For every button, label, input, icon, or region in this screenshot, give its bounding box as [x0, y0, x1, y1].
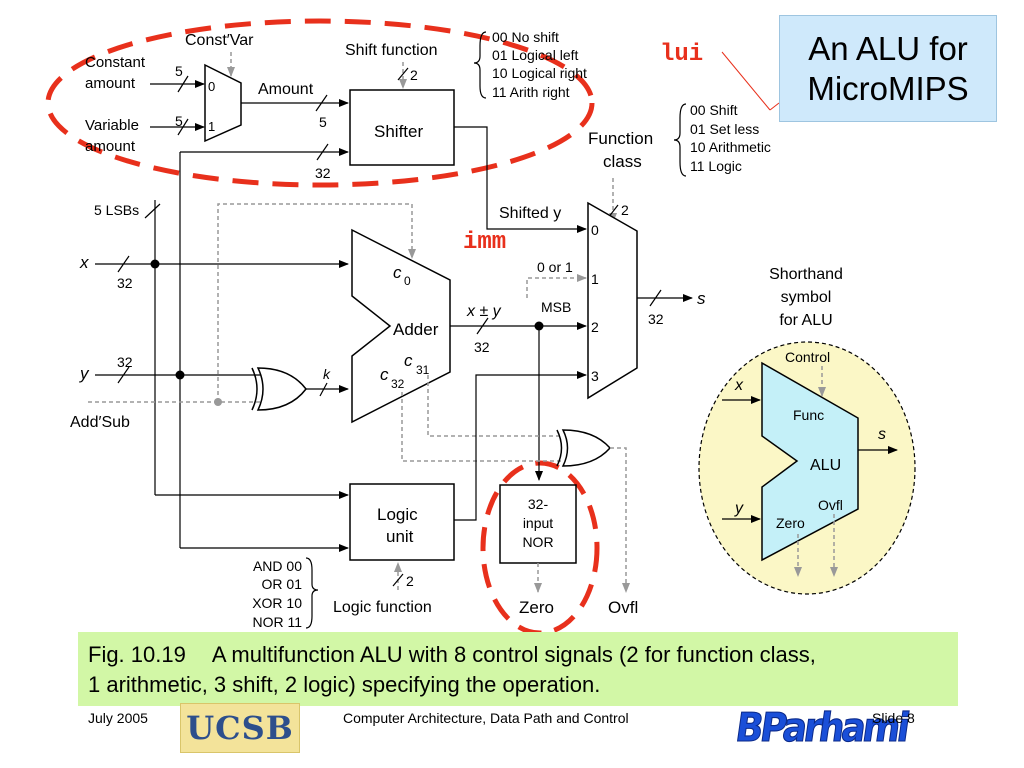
svg-text:x: x — [734, 377, 744, 394]
author-logo: BParhami — [732, 705, 910, 751]
logic-function-label: Logic function — [333, 599, 432, 616]
svg-text:c: c — [393, 263, 402, 282]
svg-text:32: 32 — [315, 165, 331, 181]
svg-text:5: 5 — [319, 114, 327, 130]
s-output-label: s — [697, 289, 706, 308]
svg-text:s: s — [878, 426, 886, 443]
svg-text:2: 2 — [406, 573, 414, 589]
svg-text:31: 31 — [416, 363, 430, 377]
output-mux — [587, 201, 638, 400]
sum-label: x ± y — [466, 303, 502, 320]
svg-text:2: 2 — [410, 67, 418, 83]
shift-code-1: 01 Logical left — [492, 47, 579, 63]
svg-text:2: 2 — [621, 202, 629, 218]
zero-output-label: Zero — [519, 598, 554, 617]
svg-text:Func: Func — [793, 407, 824, 423]
svg-text:y: y — [734, 500, 744, 517]
shifter-label: Shifter — [374, 122, 423, 141]
shift-highlight-ellipse — [45, 18, 595, 188]
add-sub-label: Add′Sub — [70, 414, 130, 431]
shorthand-alu-label: ALU — [810, 457, 841, 474]
svg-text:symbol: symbol — [781, 289, 832, 306]
svg-text:32-: 32- — [528, 496, 549, 512]
lsbs-label: 5 LSBs — [94, 202, 139, 218]
svg-text:32: 32 — [391, 377, 405, 391]
logic-code-2: XOR 10 — [252, 595, 302, 611]
svg-text:0: 0 — [208, 79, 215, 94]
const-var-label: Const′Var — [185, 32, 254, 49]
function-class-label: Function — [588, 129, 653, 148]
slide-title: An ALU for MicroMIPS — [779, 15, 997, 122]
constant-amount-label: Constant — [85, 54, 146, 71]
svg-text:0: 0 — [404, 274, 411, 288]
fclass-code-3: 11 Logic — [690, 158, 742, 174]
shift-amount-mux — [204, 63, 242, 143]
svg-text:amount: amount — [85, 75, 136, 92]
msb-label: MSB — [541, 299, 571, 315]
svg-text:1: 1 — [208, 119, 215, 134]
svg-text:unit: unit — [386, 527, 414, 546]
shift-code-3: 11 Arith right — [492, 84, 570, 100]
svg-text:amount: amount — [85, 138, 136, 155]
svg-text:2: 2 — [591, 319, 599, 335]
lui-annotation: lui — [660, 41, 703, 68]
footer-date: July 2005 — [88, 710, 148, 726]
svg-text:Ovfl: Ovfl — [818, 497, 843, 513]
logic-code-1: OR 01 — [262, 576, 303, 592]
fclass-code-2: 10 Arithmetic — [690, 139, 771, 155]
fclass-code-0: 00 Shift — [690, 102, 738, 118]
svg-text:k: k — [323, 366, 331, 382]
svg-text:class: class — [603, 152, 642, 171]
svg-text:32: 32 — [648, 311, 664, 327]
svg-text:Zero: Zero — [776, 515, 805, 531]
svg-text:for ALU: for ALU — [779, 312, 832, 329]
svg-text:c: c — [380, 365, 389, 384]
fclass-code-1: 01 Set less — [690, 121, 759, 137]
shift-function-label: Shift function — [345, 42, 438, 59]
svg-text:Control: Control — [785, 349, 830, 365]
svg-text:5: 5 — [175, 63, 183, 79]
logic-unit-label: Logic — [377, 505, 418, 524]
shift-code-0: 00 No shift — [492, 29, 559, 45]
svg-text:1: 1 — [591, 271, 599, 287]
svg-text:5: 5 — [175, 113, 183, 129]
logic-code-0: AND 00 — [253, 558, 302, 574]
svg-text:c: c — [404, 351, 413, 370]
ovfl-output-label: Ovfl — [608, 598, 638, 617]
shorthand-alu-block — [761, 361, 859, 562]
ucsb-logo: UCSB — [180, 703, 300, 753]
overflow-xor-gate — [556, 429, 612, 467]
svg-text:32: 32 — [474, 339, 490, 355]
svg-text:32: 32 — [117, 354, 133, 370]
x-input-label: x — [79, 253, 89, 272]
svg-text:32: 32 — [117, 275, 133, 291]
logic-unit-box — [349, 483, 455, 561]
imm-annotation: imm — [463, 229, 506, 256]
amount-label: Amount — [258, 81, 314, 98]
shifted-y-label: Shifted y — [499, 205, 561, 222]
shift-code-2: 10 Logical right — [492, 65, 587, 81]
slide-number: Slide 8 — [872, 710, 915, 726]
variable-amount-label: Variable — [85, 117, 139, 134]
svg-text:NOR: NOR — [522, 534, 553, 550]
svg-text:input: input — [523, 515, 553, 531]
nor-box — [499, 484, 577, 564]
svg-text:0: 0 — [591, 222, 599, 238]
adder-label: Adder — [393, 320, 439, 339]
footer-title: Computer Architecture, Data Path and Con… — [343, 710, 629, 726]
logic-code-3: NOR 11 — [252, 614, 302, 630]
adder-block — [351, 228, 451, 424]
svg-text:3: 3 — [591, 368, 599, 384]
y-input-label: y — [79, 364, 90, 383]
zero-or-one-label: 0 or 1 — [537, 259, 573, 275]
xor-gate — [251, 367, 307, 411]
shorthand-label: Shorthand — [769, 266, 843, 283]
